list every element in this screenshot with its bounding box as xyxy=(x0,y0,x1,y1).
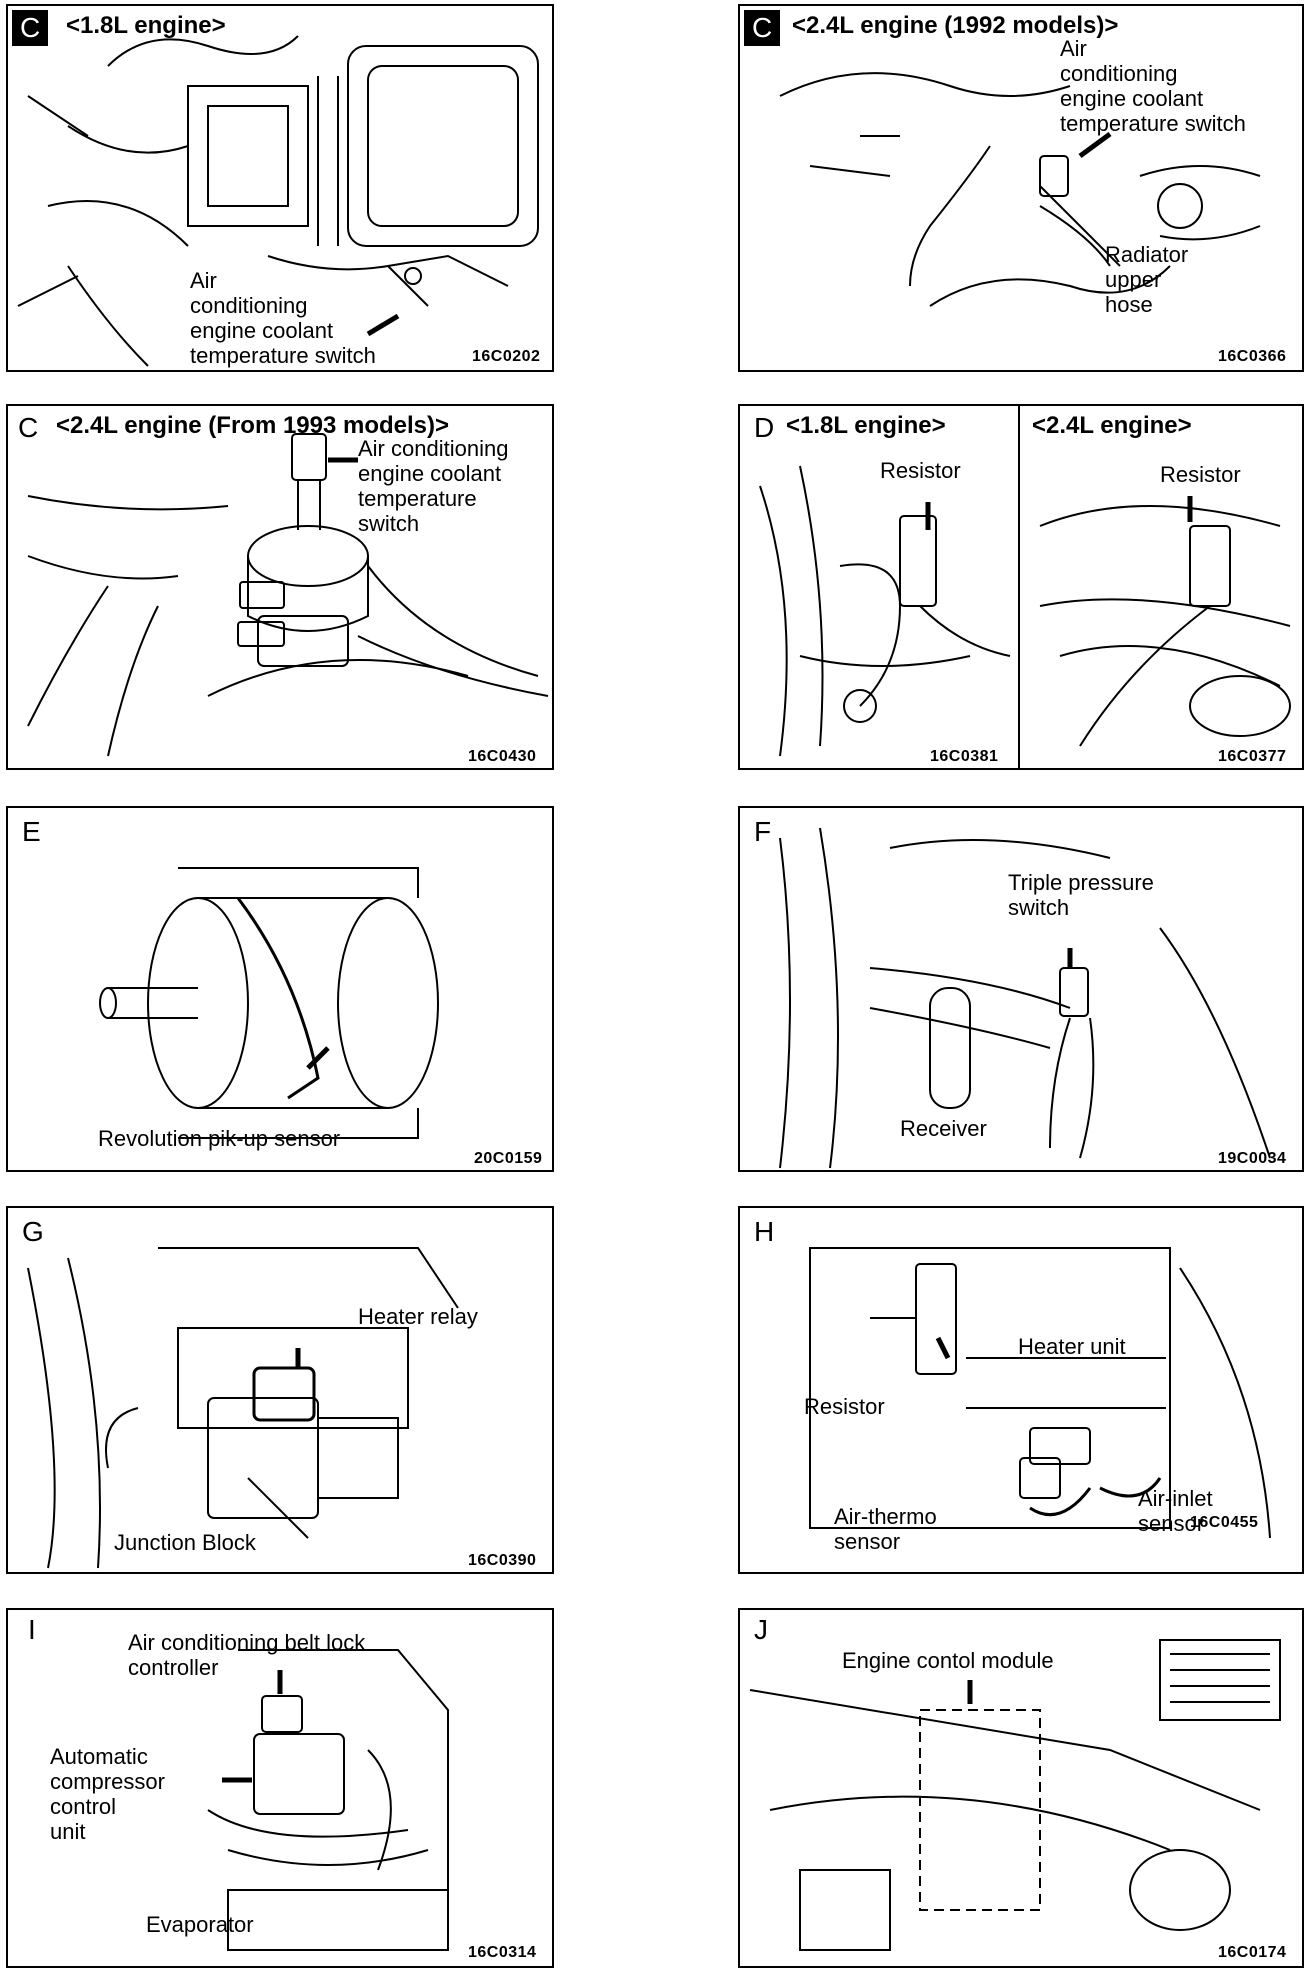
panel-title: <1.8L engine> xyxy=(66,12,226,39)
panel-i: I Air conditioning belt lock controller … xyxy=(6,1608,554,1968)
label-auto-compressor-control-unit: Automatic compressor control unit xyxy=(50,1744,165,1844)
junction-block-illustration xyxy=(27,1247,459,1569)
evaporator-illustration xyxy=(207,1649,449,1951)
panel-d: D <1.8L engine> Resistor 16C0381 <2.4L e… xyxy=(738,404,1304,770)
panel-c-2-4l-1993: C <2.4L engine (From 1993 models)> Air c… xyxy=(6,404,554,770)
figure-code: 16C0314 xyxy=(468,1944,537,1961)
panel-h: H Heater unit Resistor Air-thermo sensor… xyxy=(738,1206,1304,1574)
figure-code: 16C0202 xyxy=(472,348,541,365)
panel-f: F Triple pressure switch Receiver 19C003… xyxy=(738,806,1304,1172)
label-coolant-temp-switch: Air conditioning engine coolant temperat… xyxy=(1060,36,1246,136)
figure-code: 16C0430 xyxy=(468,748,537,765)
label-heater-unit: Heater unit xyxy=(1018,1334,1126,1359)
subpanel-title-2-4l: <2.4L engine> xyxy=(1032,412,1192,439)
panel-letter: I xyxy=(28,1614,36,1645)
figure-code-1-8l: 16C0381 xyxy=(930,748,999,765)
panel-e: E Revolution pik-up sensor 20C0159 xyxy=(6,806,554,1172)
figure-code: 16C0174 xyxy=(1218,1944,1287,1961)
panel-title: <2.4L engine (From 1993 models)> xyxy=(56,412,450,439)
subpanel-title-1-8l: <1.8L engine> xyxy=(786,412,946,439)
figure-code: 16C0455 xyxy=(1190,1514,1259,1531)
label-coolant-temp-switch: Air conditioning engine coolant temperat… xyxy=(190,268,376,368)
figure-code: 19C0034 xyxy=(1218,1150,1287,1167)
panel-letter: C xyxy=(12,10,49,46)
panel-letter: F xyxy=(754,816,772,847)
label-air-thermo-sensor: Air-thermo sensor xyxy=(834,1504,937,1554)
panel-letter: J xyxy=(754,1614,768,1645)
panel-letter: G xyxy=(22,1216,44,1247)
receiver-illustration xyxy=(779,827,1271,1169)
label-resistor: Resistor xyxy=(804,1394,885,1419)
engine-illustration-d xyxy=(759,465,1291,757)
label-engine-control-module: Engine contol module xyxy=(842,1648,1054,1673)
engine-control-module-illustration xyxy=(749,1639,1281,1951)
compressor-illustration xyxy=(99,867,439,1139)
engine-illustration-c-2-4l-1993 xyxy=(27,433,549,757)
label-junction-block: Junction Block xyxy=(114,1530,256,1555)
panel-letter: C xyxy=(18,412,39,443)
heater-unit-illustration xyxy=(809,1247,1271,1539)
panel-g: G Heater relay Junction Block 16C0390 xyxy=(6,1206,554,1574)
label-radiator-upper-hose: Radiator upper hose xyxy=(1105,242,1189,317)
label-resistor-1-8l: Resistor xyxy=(880,458,961,483)
figure-code: 16C0390 xyxy=(468,1552,537,1569)
figure-code-2-4l: 16C0377 xyxy=(1218,748,1287,765)
label-coolant-temp-switch: Air conditioning engine coolant temperat… xyxy=(358,436,509,536)
label-belt-lock-controller: Air conditioning belt lock controller xyxy=(128,1630,366,1680)
panel-letter: E xyxy=(22,816,41,847)
label-triple-pressure-switch: Triple pressure switch xyxy=(1008,870,1154,920)
label-evaporator: Evaporator xyxy=(146,1912,254,1937)
figure-code: 20C0159 xyxy=(474,1150,543,1167)
label-receiver: Receiver xyxy=(900,1116,987,1141)
subpanel-divider xyxy=(1018,406,1020,768)
panel-letter: C xyxy=(744,10,781,46)
label-resistor-2-4l: Resistor xyxy=(1160,462,1241,487)
label-heater-relay: Heater relay xyxy=(358,1304,478,1329)
panel-letter: D xyxy=(754,412,775,443)
engine-illustration-c-1-8l xyxy=(17,35,539,367)
label-revolution-pickup-sensor: Revolution pik-up sensor xyxy=(98,1126,341,1151)
panel-c-2-4l-1992: C <2.4L engine (1992 models)> Air condit… xyxy=(738,4,1304,372)
label-air-inlet-sensor: Air-inlet sensor xyxy=(1138,1486,1213,1536)
figure-code: 16C0366 xyxy=(1218,348,1287,365)
panel-j: J Engine contol module 16C0174 xyxy=(738,1608,1304,1968)
engine-illustration-c-2-4l-1992 xyxy=(779,72,1261,307)
panel-title: <2.4L engine (1992 models)> xyxy=(792,12,1119,39)
panel-c-1-8l: C <1.8L engine> Air conditioning engine … xyxy=(6,4,554,372)
panel-letter: H xyxy=(754,1216,775,1247)
